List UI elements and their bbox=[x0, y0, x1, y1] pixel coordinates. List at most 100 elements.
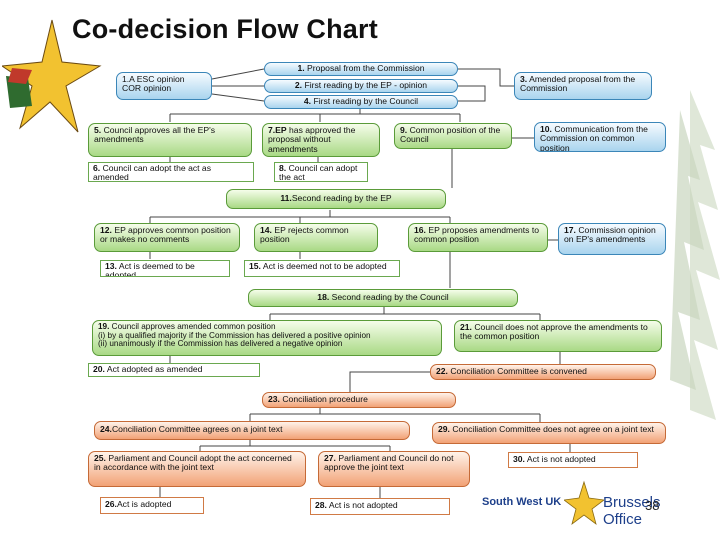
box-18-label: Second reading by the Council bbox=[331, 292, 449, 302]
box-4-first-reading-council: 4. First reading by the Council bbox=[264, 95, 458, 109]
box-19-number: 19. bbox=[98, 322, 110, 331]
box-23-label: Conciliation procedure bbox=[282, 394, 368, 404]
box-1-number: 1. bbox=[297, 63, 305, 73]
box-11-second-reading-ep: 11.Second reading by the EP bbox=[226, 189, 446, 209]
box-3-label: Amended proposal from the Commission bbox=[520, 74, 636, 94]
box-30-number: 30. bbox=[513, 454, 525, 464]
box-20-act-adopted-amended: 20. Act adopted as amended bbox=[88, 363, 260, 377]
box-15-number: 15. bbox=[249, 261, 261, 271]
box-21-label: Council does not approve the amendments … bbox=[460, 322, 648, 342]
box-16-ep-proposes-amendments: 16. EP proposes amendments to common pos… bbox=[408, 223, 548, 252]
box-19-condition-i: (i) by a qualified majority if the Commi… bbox=[98, 330, 371, 340]
box-23-number: 23. bbox=[268, 394, 280, 404]
box-12-ep-approves-common-position: 12. EP approves common position or makes… bbox=[94, 223, 240, 252]
box-24-committee-agrees: 24.Conciliation Committee agrees on a jo… bbox=[94, 421, 410, 440]
box-29-label: Conciliation Committee does not agree on… bbox=[452, 424, 654, 434]
box-30-label: Act is not adopted bbox=[526, 454, 596, 464]
logo-left-text: South West UK bbox=[482, 496, 562, 508]
box-8-label: Council can adopt the act bbox=[279, 163, 358, 182]
box-19-condition-ii: (ii) unanimously if the Commission has d… bbox=[98, 339, 343, 349]
box-25-label: Parliament and Council adopt the act con… bbox=[94, 453, 292, 473]
box-1a-label: 1.A ESC opinion COR opinion bbox=[122, 74, 185, 94]
box-26-act-adopted: 26.Act is adopted bbox=[100, 497, 204, 514]
box-13-deemed-adopted: 13. Act is deemed to be adopted bbox=[100, 260, 230, 277]
box-13-label: Act is deemed to be adopted bbox=[105, 261, 195, 277]
box-7-ep-approved: 7.EP has approved the proposal without a… bbox=[262, 123, 380, 157]
south-west-uk-logo: South West UK Brussels Office bbox=[482, 480, 682, 530]
box-22-label: Conciliation Committee is convened bbox=[450, 366, 587, 376]
box-24-label: Conciliation Committee agrees on a joint… bbox=[111, 424, 283, 434]
logo-star-icon bbox=[564, 480, 604, 526]
box-29-number: 29. bbox=[438, 424, 450, 434]
box-7-label: has approved the proposal without amendm… bbox=[268, 125, 356, 154]
box-15-label: Act is deemed not to be adopted bbox=[262, 261, 387, 271]
box-22-conciliation-convened: 22. Conciliation Committee is convened bbox=[430, 364, 656, 380]
box-5-label: Council approves all the EP's amendments bbox=[94, 125, 216, 145]
box-13-number: 13. bbox=[105, 261, 117, 271]
box-25-number: 25. bbox=[94, 453, 106, 463]
box-20-label: Act adopted as amended bbox=[106, 364, 203, 374]
box-26-label: Act is adopted bbox=[116, 499, 172, 509]
tree-decoration-icon bbox=[670, 90, 720, 420]
box-8-council-can-adopt: 8. Council can adopt the act bbox=[274, 162, 368, 182]
box-22-number: 22. bbox=[436, 366, 448, 376]
box-28-act-not-adopted: 28. Act is not adopted bbox=[310, 498, 450, 515]
box-14-label: EP rejects common position bbox=[260, 225, 349, 245]
box-10-commission-communication: 10. Communication from the Commission on… bbox=[534, 122, 666, 152]
box-3-amended-proposal: 3. Amended proposal from the Commission bbox=[514, 72, 652, 100]
box-14-ep-rejects: 14. EP rejects common position bbox=[254, 223, 378, 252]
box-3-number: 3. bbox=[520, 74, 528, 84]
box-1a-opinions: 1.A ESC opinion COR opinion bbox=[116, 72, 212, 100]
box-19-label: Council approves amended common position bbox=[111, 322, 276, 331]
box-26-number: 26. bbox=[105, 499, 117, 509]
box-16-label: EP proposes amendments to common positio… bbox=[414, 225, 540, 245]
page-number: 38 bbox=[645, 498, 660, 513]
page-title: Co-decision Flow Chart bbox=[72, 14, 378, 44]
box-28-label: Act is not adopted bbox=[328, 500, 398, 510]
box-21-council-does-not-approve: 21. Council does not approve the amendme… bbox=[454, 320, 662, 352]
box-6-council-can-adopt-amended: 6. Council can adopt the act as amended bbox=[88, 162, 254, 182]
box-4-number: 4. bbox=[303, 96, 312, 106]
box-8-number: 8. bbox=[279, 163, 287, 173]
box-4-label: First reading by the Council bbox=[313, 96, 419, 106]
box-9-label: Common position of the Council bbox=[400, 125, 501, 145]
box-17-commission-opinion: 17. Commission opinion on EP's amendment… bbox=[558, 223, 666, 255]
box-2-number: 2. bbox=[294, 80, 303, 90]
logo-right-text: Brussels Office bbox=[603, 494, 661, 528]
box-27-label: Parliament and Council do not approve th… bbox=[324, 453, 454, 473]
box-2-label: First reading by the EP - opinion bbox=[304, 80, 428, 90]
box-11-number: 11. bbox=[280, 193, 292, 203]
box-27-parliament-council-reject: 27. Parliament and Council do not approv… bbox=[318, 451, 470, 487]
box-20-number: 20. bbox=[93, 364, 105, 374]
box-1-label: Proposal from the Commission bbox=[307, 63, 425, 73]
box-17-number: 17. bbox=[564, 225, 576, 235]
box-21-number: 21. bbox=[460, 322, 472, 332]
box-12-number: 12. bbox=[100, 225, 112, 235]
box-28-number: 28. bbox=[315, 500, 327, 510]
box-23-conciliation-procedure: 23. Conciliation procedure bbox=[262, 392, 456, 408]
box-18-second-reading-council: 18. Second reading by the Council bbox=[248, 289, 518, 307]
box-19-council-approves-amended: 19. Council approves amended common posi… bbox=[92, 320, 442, 356]
box-5-council-approves: 5. Council approves all the EP's amendme… bbox=[88, 123, 252, 157]
box-10-number: 10. bbox=[540, 124, 552, 134]
box-6-label: Council can adopt the act as amended bbox=[93, 163, 212, 182]
box-9-number: 9. bbox=[400, 125, 408, 135]
box-25-parliament-council-adopt: 25. Parliament and Council adopt the act… bbox=[88, 451, 306, 487]
box-7-number: 7.EP bbox=[268, 125, 287, 135]
box-16-number: 16. bbox=[414, 225, 426, 235]
box-10-label: Communication from the Commission on com… bbox=[540, 124, 648, 152]
box-14-number: 14. bbox=[260, 225, 272, 235]
box-30-act-not-adopted: 30. Act is not adopted bbox=[508, 452, 638, 468]
box-27-number: 27. bbox=[324, 453, 336, 463]
box-2-first-reading-ep: 2. First reading by the EP - opinion bbox=[264, 79, 458, 93]
box-12-label: EP approves common position or makes no … bbox=[100, 225, 231, 245]
box-18-number: 18. bbox=[317, 292, 330, 302]
box-5-number: 5. bbox=[94, 125, 102, 135]
box-6-number: 6. bbox=[93, 163, 101, 173]
box-1-proposal: 1. Proposal from the Commission bbox=[264, 62, 458, 76]
star-logo-icon bbox=[2, 19, 102, 133]
box-17-label: Commission opinion on EP's amendments bbox=[564, 225, 656, 245]
box-24-number: 24. bbox=[100, 424, 112, 434]
box-11-label: Second reading by the EP bbox=[291, 193, 392, 203]
